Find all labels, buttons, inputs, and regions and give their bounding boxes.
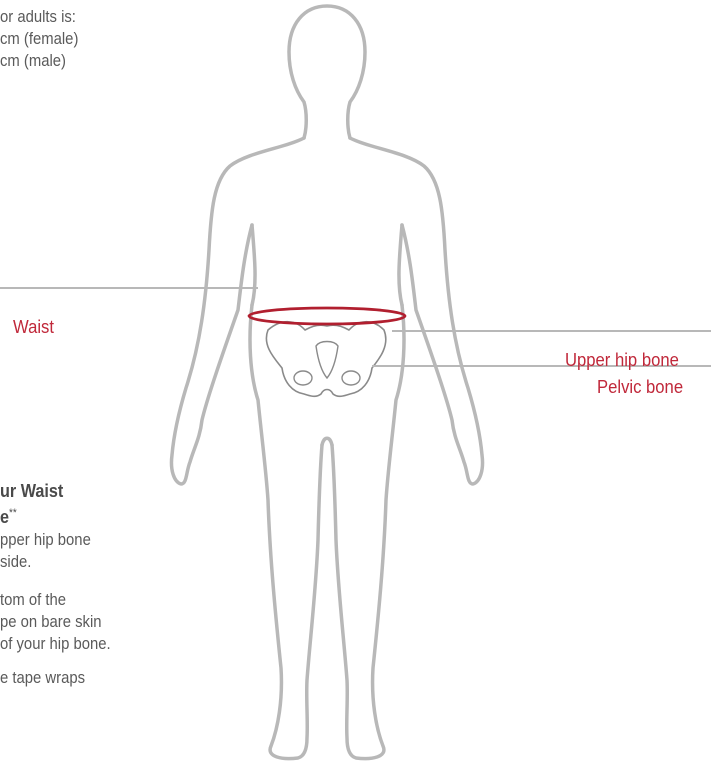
- step-1-line-1: pper hip bone: [0, 529, 91, 551]
- torso-side-right: [399, 225, 402, 305]
- waist-label: Waist: [13, 316, 54, 338]
- pelvis-bone: [266, 322, 385, 397]
- instructions-heading-line-2: e**: [0, 502, 17, 528]
- torso-side-left: [252, 225, 255, 305]
- body-outline-left: [171, 138, 322, 759]
- upper-hip-bone-label: Upper hip bone: [565, 349, 679, 371]
- step-1-line-2: side.: [0, 551, 31, 573]
- step-2-line-3: of your hip bone.: [0, 633, 111, 655]
- body-outline-right: [332, 138, 483, 759]
- step-2-line-1: tom of the: [0, 589, 66, 611]
- instructions-heading-line-1: ur Waist: [0, 480, 63, 502]
- crotch-outline: [322, 438, 332, 445]
- step-3-line-1: e tape wraps: [0, 667, 85, 689]
- waist-tape-ring: [249, 308, 405, 324]
- head-outline: [289, 6, 365, 138]
- pelvic-bone-label: Pelvic bone: [597, 376, 683, 398]
- step-2-line-2: pe on bare skin: [0, 611, 102, 633]
